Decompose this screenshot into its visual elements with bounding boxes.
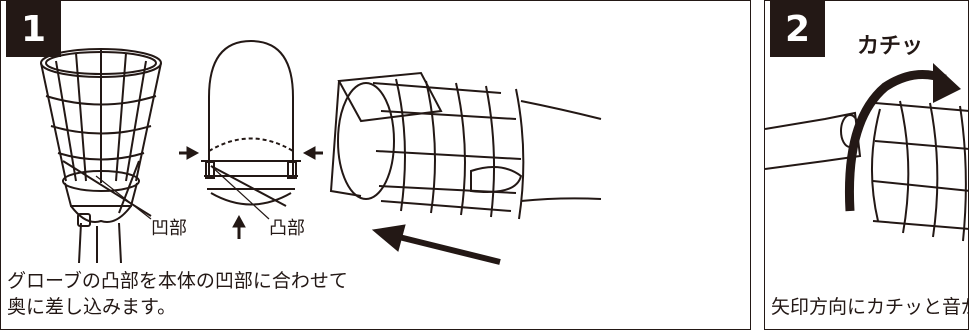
lamp-cage-drawing — [40, 48, 162, 264]
step-2-panel: カチッ 2 矢印方向にカチッと音がするまで回す。 — [764, 0, 969, 330]
step-1-panel: 凹部 凸部 1 グローブの凸部を本体の凹部に合わせて 奥に差し込みます。 — [0, 0, 751, 330]
lamp-with-cage-drawing — [765, 100, 968, 242]
globe-drawing — [201, 39, 301, 207]
label-leaders — [95, 165, 270, 220]
push-arrow-icon — [371, 224, 501, 265]
step-2-caption: 矢印方向にカチッと音がするまで回す。 — [771, 296, 968, 318]
step-number-badge: 2 — [770, 1, 825, 57]
step-1-illustration: 凹部 凸部 — [40, 39, 602, 265]
projection-label: 凸部 — [269, 218, 305, 239]
step-number-badge: 1 — [6, 1, 61, 57]
hand-with-cage-drawing — [329, 71, 602, 220]
caption-line-2: 奥に差し込みます。 — [7, 296, 177, 318]
recess-label: 凹部 — [151, 218, 187, 239]
click-sound-text: カチッ — [857, 34, 923, 59]
caption-line-1: グローブの凸部を本体の凹部に合わせて — [7, 270, 348, 292]
rotate-arrow-icon — [844, 63, 961, 212]
step-1-caption: グローブの凸部を本体の凹部に合わせて 奥に差し込みます。 — [7, 268, 348, 320]
step-2-illustration: カチッ — [765, 34, 968, 242]
insert-arrows — [179, 146, 323, 239]
